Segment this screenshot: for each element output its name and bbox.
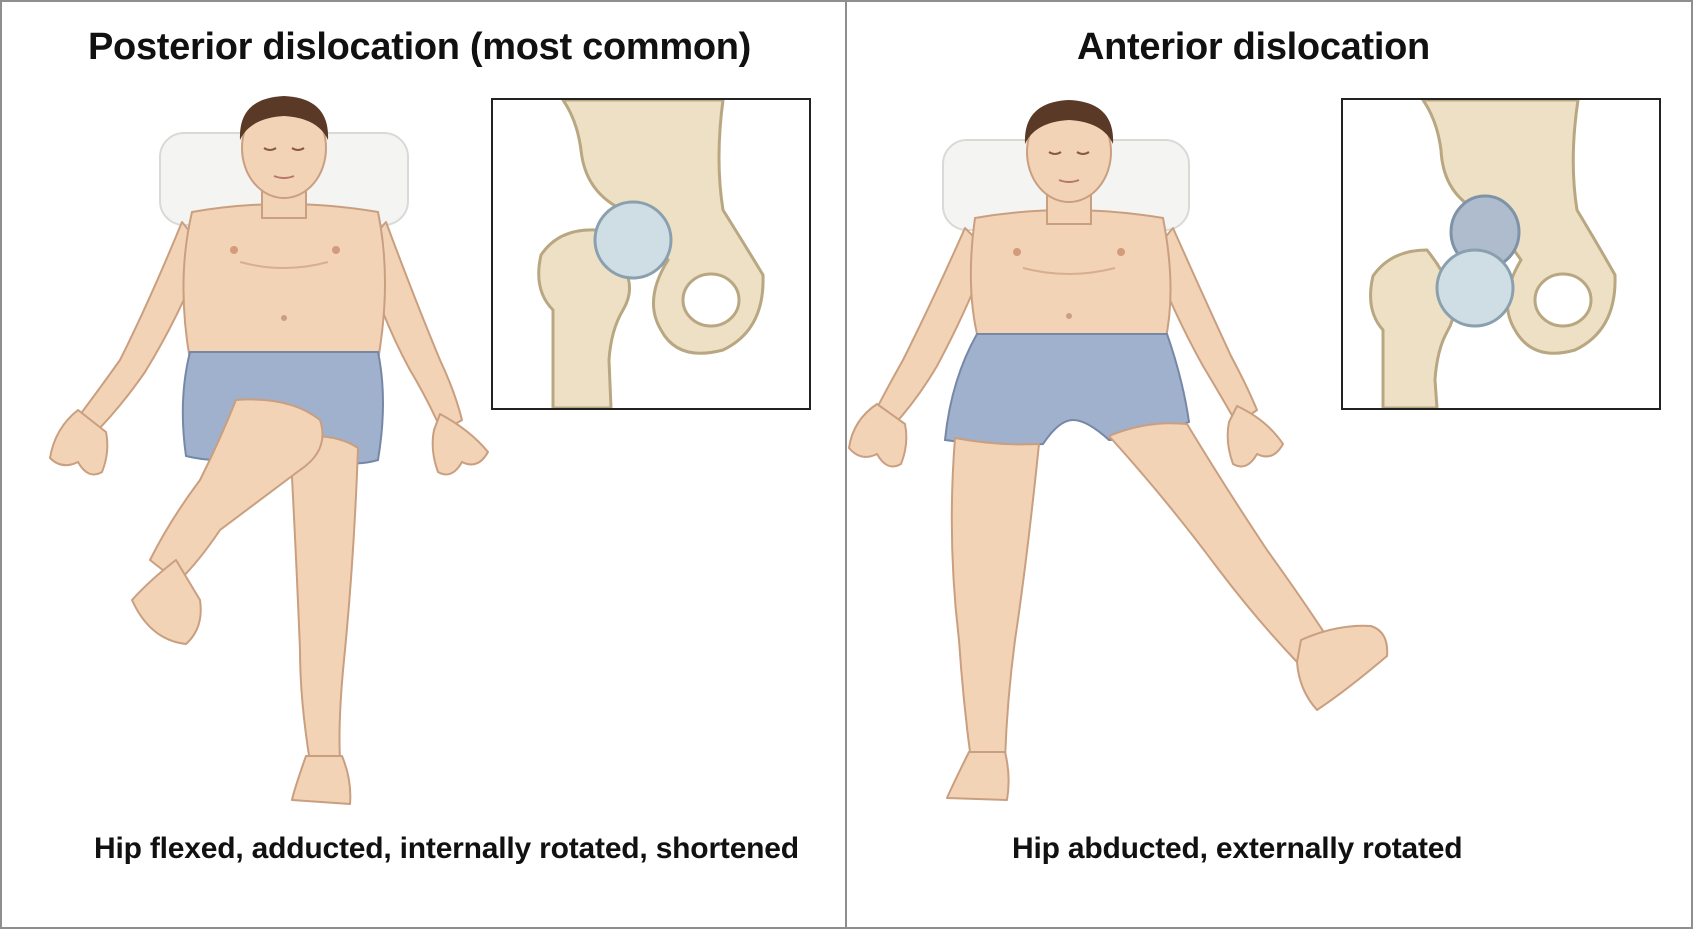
arms (848, 227, 1284, 468)
panel-anterior-dislocation: Anterior dislocation (847, 0, 1693, 929)
patient-anterior-illustration (848, 100, 1389, 801)
femoral-head (593, 200, 673, 280)
torso (182, 203, 386, 361)
neck-and-head (1024, 100, 1114, 225)
panel-posterior-dislocation: Posterior dislocation (most common) (0, 0, 845, 929)
panel-title-anterior: Anterior dislocation (1077, 26, 1430, 68)
inset-hip-joint-posterior (491, 98, 811, 410)
panel-divider (845, 0, 847, 929)
panel-caption-posterior: Hip flexed, adducted, internally rotated… (94, 832, 799, 865)
hip-joint-anterior-illustration (1369, 100, 1617, 408)
arms (49, 221, 489, 476)
patient-posterior-illustration (49, 96, 489, 805)
panel-caption-anterior: Hip abducted, externally rotated (1012, 832, 1463, 865)
neck-and-head (239, 96, 329, 219)
legs (131, 398, 359, 805)
hip-joint-posterior-illustration (537, 100, 765, 408)
femoral-head (1435, 248, 1515, 328)
panel-title-posterior: Posterior dislocation (most common) (88, 26, 752, 68)
legs (946, 422, 1389, 801)
torso (969, 209, 1172, 343)
inset-hip-joint-anterior (1341, 98, 1661, 410)
shorts (943, 333, 1191, 447)
